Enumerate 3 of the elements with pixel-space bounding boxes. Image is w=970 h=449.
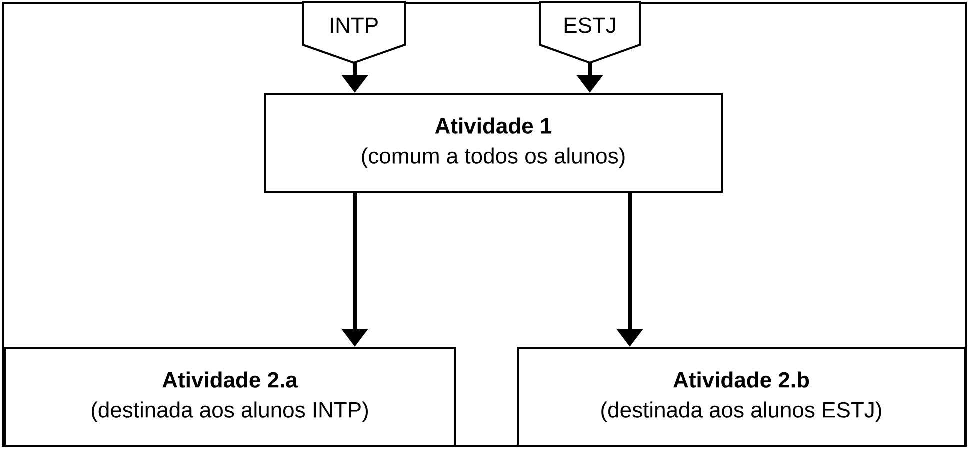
process-box: Atividade 1 (comum a todos os alunos) (264, 93, 723, 193)
process-box: Atividade 2.a (destinada aos alunos INTP) (4, 347, 456, 447)
process-box: Atividade 2.b (destinada aos alunos ESTJ) (517, 347, 966, 447)
